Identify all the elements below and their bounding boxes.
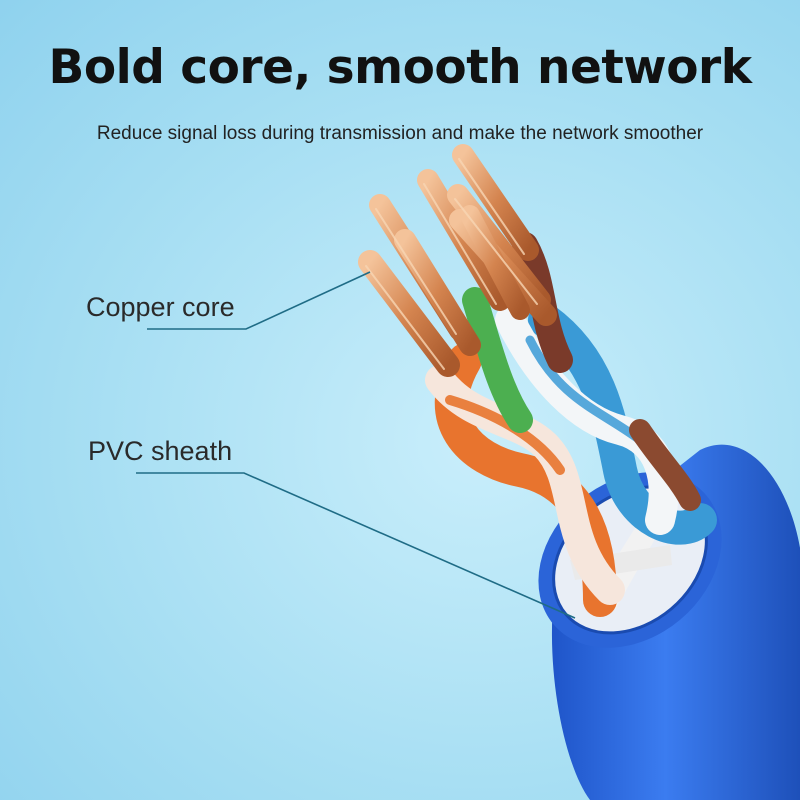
headline: Bold core, smooth network <box>48 40 752 95</box>
pvc-sheath-leader-line <box>136 472 576 619</box>
copper-strand-highlights <box>365 158 538 370</box>
subheadline: Reduce signal loss during transmission a… <box>96 123 704 144</box>
pvc-sheath-label: PVC sheath <box>88 436 233 466</box>
copper-core-leader-line <box>147 271 371 330</box>
leader-lines <box>136 271 576 619</box>
twisted-pairs <box>425 232 717 617</box>
copper-core-label: Copper core <box>86 292 235 322</box>
copper-strands <box>358 144 557 377</box>
